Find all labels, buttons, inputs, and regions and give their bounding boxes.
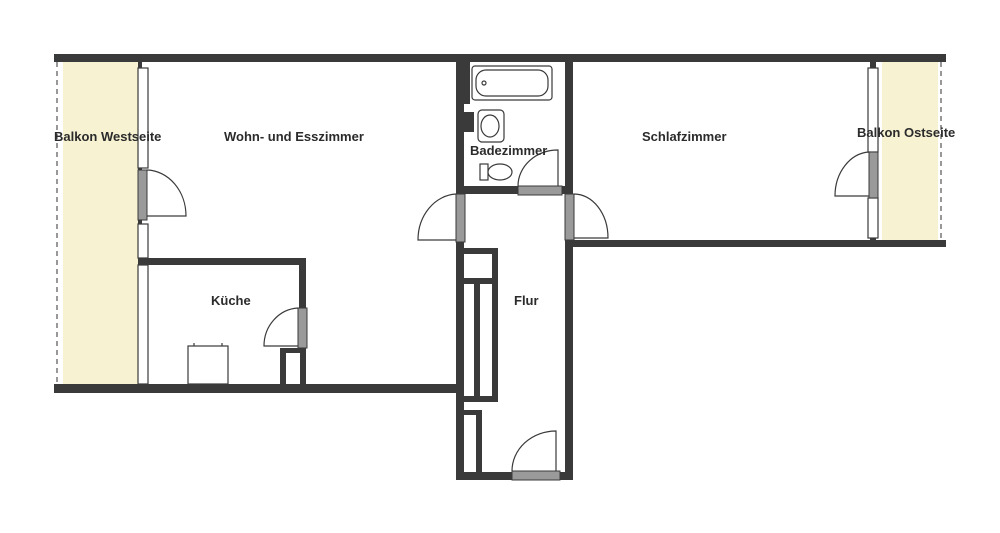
window-east-lower [867, 197, 879, 239]
washbasin [477, 109, 505, 143]
label-balkon-west: Balkon Westseite [54, 129, 161, 144]
stove [187, 343, 229, 385]
label-kueche: Küche [211, 293, 251, 308]
door-living-room [417, 193, 466, 243]
label-badezimmer: Badezimmer [470, 143, 547, 158]
balcony-east-floor [882, 62, 938, 240]
window-west-kitchen [137, 264, 149, 385]
door-entrance [511, 430, 561, 481]
door-kitchen [263, 307, 308, 349]
label-wohnzimmer: Wohn- und Esszimmer [224, 129, 364, 144]
bathtub [471, 65, 553, 101]
toilet [479, 163, 513, 181]
window-west-upper [137, 67, 149, 169]
label-flur: Flur [514, 293, 539, 308]
door-east-balcony [834, 151, 879, 199]
door-bedroom [564, 193, 609, 241]
label-schlafzimmer: Schlafzimmer [642, 129, 727, 144]
door-bathroom [517, 149, 563, 196]
door-west-balcony [137, 169, 187, 221]
label-balkon-ost: Balkon Ostseite [857, 125, 955, 140]
balcony-west-floor [63, 62, 138, 384]
window-west-lower [137, 223, 149, 259]
